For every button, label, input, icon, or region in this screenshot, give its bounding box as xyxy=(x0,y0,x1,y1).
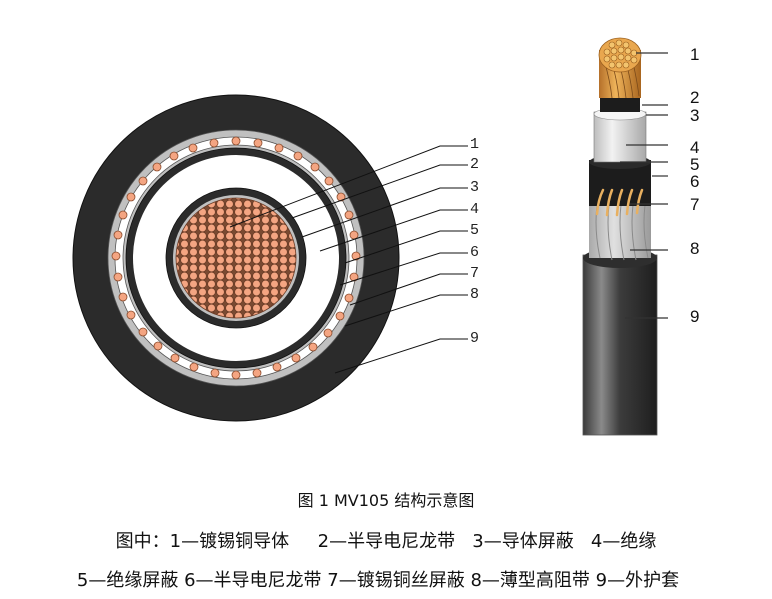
layer-1-conductor xyxy=(175,197,297,319)
cross-section-label-1: 1 xyxy=(470,136,480,153)
side-label-4: 4 xyxy=(690,138,700,157)
legend-line-2: 5—绝缘屏蔽 6—半导电尼龙带 7—镀锡铜丝屏蔽 8—薄型高阻带 9—外护套 xyxy=(76,570,680,591)
side-label-1: 1 xyxy=(690,45,700,64)
conductor-strand-ends xyxy=(603,39,638,69)
cross-section-label-2: 2 xyxy=(470,156,480,173)
cross-section-label-6: 6 xyxy=(470,244,480,261)
side-label-6: 6 xyxy=(690,172,700,191)
side-layer-2-3-screen xyxy=(600,96,640,112)
side-label-5: 5 xyxy=(690,155,700,174)
legend-line-1: 图中：1—镀锡铜导体 2—半导电尼龙带 3—导体屏蔽 4—绝缘 xyxy=(115,531,657,552)
figure-title: 图 1 MV105 结构示意图 xyxy=(297,491,475,510)
side-leader-lines xyxy=(620,52,668,319)
cross-section-label-9: 9 xyxy=(470,330,480,347)
cross-section-label-8: 8 xyxy=(470,286,480,303)
side-layer-9-jacket xyxy=(582,254,658,436)
side-label-3: 3 xyxy=(690,106,700,125)
cross-section xyxy=(72,94,468,422)
side-label-9: 9 xyxy=(690,307,700,326)
side-label-2: 2 xyxy=(690,88,700,107)
leader-lines xyxy=(229,145,468,374)
cross-section-label-7: 7 xyxy=(470,265,480,282)
cross-section-label-3: 3 xyxy=(470,179,480,196)
cross-section-label-4: 4 xyxy=(470,201,480,218)
copper-wires xyxy=(111,136,361,380)
side-view-cable xyxy=(582,37,668,436)
side-label-8: 8 xyxy=(690,239,700,258)
side-layer-7-copper-wires xyxy=(595,188,644,217)
side-label-7: 7 xyxy=(690,195,700,214)
cross-section-label-5: 5 xyxy=(470,222,480,239)
